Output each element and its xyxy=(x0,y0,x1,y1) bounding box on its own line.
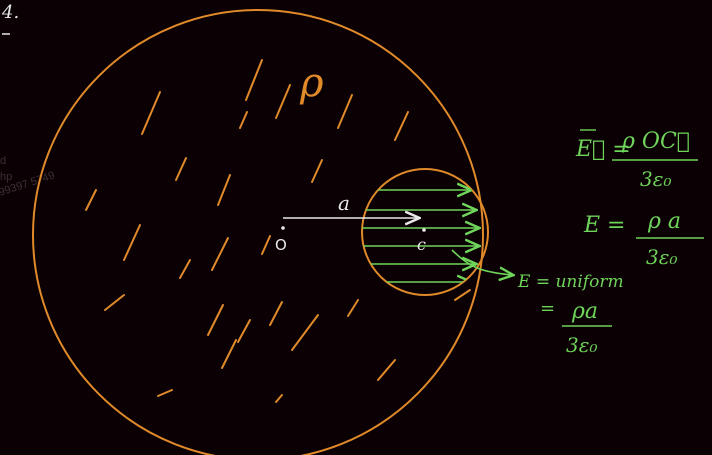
origin-label: O xyxy=(275,236,287,254)
eq3-equals: = xyxy=(540,298,555,319)
uniform-field-lines xyxy=(362,190,478,282)
eq1-lhs: E⃗ = xyxy=(575,137,631,162)
charge-hatching xyxy=(85,59,471,403)
cavity-sphere xyxy=(361,168,489,296)
corner-mark: 4. xyxy=(1,2,19,23)
uniform-label: E = uniform xyxy=(517,272,624,292)
big-sphere xyxy=(32,9,484,455)
watermark-line2: hp xyxy=(0,171,12,183)
eq1-denominator: 3ε₀ xyxy=(640,167,671,191)
rho-label: ρ xyxy=(299,60,324,106)
eq2-numerator: ρ a xyxy=(647,209,681,234)
eq3-numerator: ρa xyxy=(571,299,598,324)
eq1-numerator: ρ OC⃗ xyxy=(621,129,690,154)
cavity-center-dot xyxy=(422,228,426,232)
watermark-line1: d xyxy=(0,155,6,167)
eq2-lhs: E = xyxy=(583,213,626,238)
vector-a-label: a xyxy=(338,191,350,215)
eq2-denominator: 3ε₀ xyxy=(646,245,677,269)
cavity-center-label: c xyxy=(417,235,426,254)
eq3-denominator: 3ε₀ xyxy=(566,333,597,357)
origin-dot xyxy=(281,226,285,230)
pointer-arrow xyxy=(451,249,512,275)
